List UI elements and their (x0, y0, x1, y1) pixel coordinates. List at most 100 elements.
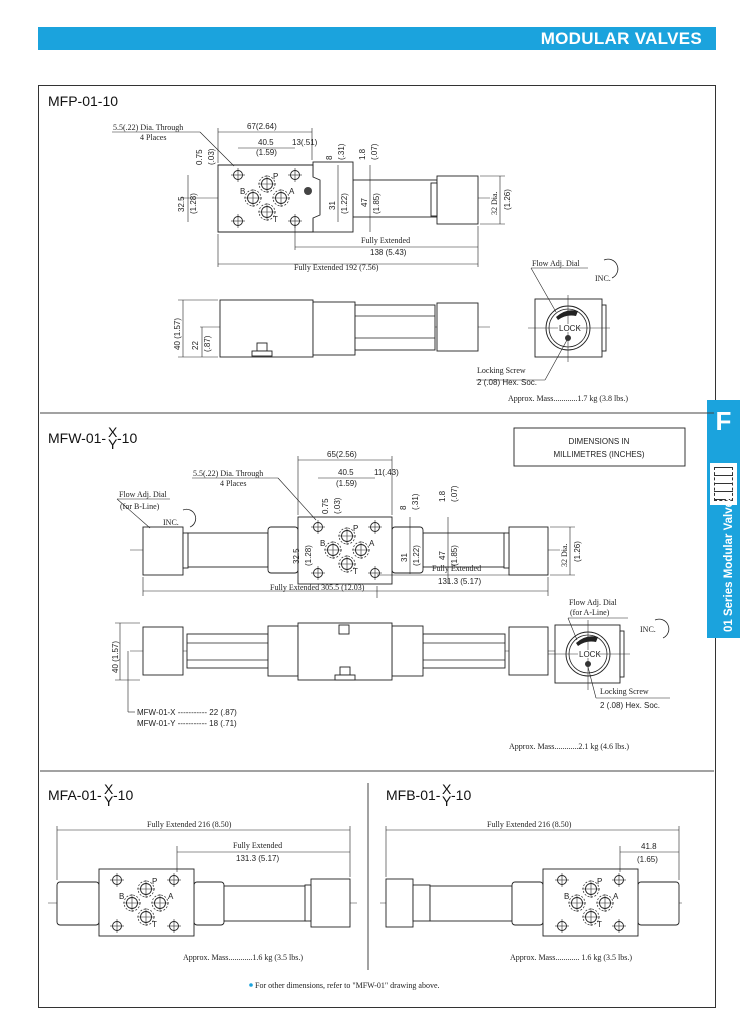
dim-label: 40 (1.57) (173, 318, 182, 350)
dim-label: (.07) (450, 485, 459, 502)
bullet-icon (249, 983, 253, 987)
mfp-title: MFP-01-10 (48, 93, 118, 109)
title-part: MFA-01- (48, 787, 102, 803)
dim-label: (.31) (337, 143, 346, 160)
dim-label: 40.5 (338, 468, 354, 477)
dim-label: 8 (399, 505, 408, 510)
dim-label: 0.75 (321, 498, 330, 514)
port-pattern: P B A T (555, 873, 626, 933)
flow-dial-label: Flow Adj. Dial (119, 490, 168, 499)
port-label: B (564, 892, 569, 901)
dim-label: (.87) (203, 335, 212, 352)
dim-label: 67(2.64) (247, 122, 277, 131)
dim-label: 32 Dia. (490, 191, 499, 215)
dim-label: 13(.51) (292, 138, 318, 147)
side-tab: F 01 Series Modular Valves (707, 400, 740, 638)
units-note: DIMENSIONS IN (569, 437, 630, 446)
dim-label: 131.3 (5.17) (236, 854, 279, 863)
lock-label: LOCK (559, 324, 581, 333)
hole-note: 5.5(.22) Dia. Through (113, 123, 183, 132)
title-part: X (442, 781, 452, 797)
dim-label: Fully Extended 305.5 (12.03) (270, 583, 365, 592)
dim-label: 40.5 (258, 138, 274, 147)
mfw-end-view: LOCK Flow Adj. Dial (for A-Line) INC. Lo… (548, 598, 670, 710)
dim-label: 41.8 (641, 842, 657, 851)
title-part: Y (104, 793, 114, 809)
dim-label: 65(2.56) (327, 450, 357, 459)
inc-label: INC. (640, 625, 656, 634)
dim-label: (.31) (411, 493, 420, 510)
port-label: P (152, 877, 157, 886)
port-label: T (597, 920, 602, 929)
mfw-mass: Approx. Mass............2.1 kg (4.6 lbs.… (509, 742, 629, 751)
port-label: B (240, 187, 245, 196)
dim-label: 22 (191, 341, 200, 350)
port-label: T (353, 567, 358, 576)
dim-label: (1.28) (304, 545, 313, 566)
dim-label: 31 (328, 201, 337, 210)
hole-places: 4 Places (220, 479, 246, 488)
title-part: X (108, 424, 118, 440)
port-label: P (597, 877, 602, 886)
inc-label: INC. (595, 274, 611, 283)
port-label: P (273, 172, 278, 181)
dim-label: 138 (5.43) (370, 248, 407, 257)
dim-label: 0.75 (195, 149, 204, 165)
title-part: MFW-01- (48, 430, 106, 446)
rotate-arrow-icon (654, 618, 670, 639)
dim-label: (1.26) (503, 189, 512, 210)
mfw-title: MFW-01- X Y -10 (48, 424, 137, 452)
title-part: -10 (117, 430, 137, 446)
title-part: Y (108, 436, 118, 452)
dim-label: (1.59) (336, 479, 357, 488)
port-label: A (168, 892, 174, 901)
flow-dial-label: (for B-Line) (120, 502, 160, 511)
dim-label: (1.22) (412, 545, 421, 566)
dim-label: 32 Dia. (560, 543, 569, 567)
hole-note: 5.5(.22) Dia. Through (193, 469, 263, 478)
port-label: T (152, 920, 157, 929)
dim-label: (1.59) (256, 148, 277, 157)
port-label: T (273, 215, 278, 224)
mfp-end-view: LOCK Flow Adj. Dial INC. Locking Screw 2… (476, 258, 619, 387)
dim-label: Fully Extended 216 (8.50) (147, 820, 232, 829)
mfw-side-view: 40 (1.57) MFW-01-X ----------- 22 (.87) … (111, 622, 560, 728)
dim-label: 40 (1.57) (111, 641, 120, 673)
dim-label: 131.3 (5.17) (438, 577, 481, 586)
dim-label: 31 (400, 553, 409, 562)
port-label: A (369, 539, 375, 548)
variant-y: MFW-01-Y ----------- 18 (.71) (137, 719, 237, 728)
mfb-title: MFB-01- X Y -10 (386, 781, 471, 809)
dim-label: Fully Extended (432, 564, 481, 573)
port-label: A (613, 892, 619, 901)
dim-label: (1.28) (189, 193, 198, 214)
dim-label: Fully Extended 216 (8.50) (487, 820, 572, 829)
title-part: X (104, 781, 114, 797)
hole-places: 4 Places (140, 133, 166, 142)
rotate-arrow-icon (182, 508, 197, 528)
flow-dial-label: (for A-Line) (570, 608, 610, 617)
dim-label: (1.22) (340, 193, 349, 214)
mfw-dimensions: 65(2.56) 40.5 (1.59) 11(.43) 5.5(.22) Di… (116, 450, 582, 598)
mfb-mass: Approx. Mass............ 1.6 kg (3.5 lbs… (510, 953, 632, 962)
dim-label: (.03) (207, 148, 216, 165)
locking-screw-label: Locking Screw (477, 366, 526, 375)
mfa-mass: Approx. Mass............1.6 kg (3.5 lbs.… (183, 953, 303, 962)
variant-x: MFW-01-X ----------- 22 (.87) (137, 708, 237, 717)
lock-label: LOCK (579, 650, 601, 659)
dim-label: (.07) (370, 143, 379, 160)
tab-letter: F (715, 406, 732, 436)
dim-label: (1.26) (573, 541, 582, 562)
footnote: For other dimensions, refer to "MFW-01" … (255, 981, 440, 990)
dim-label: (.03) (333, 497, 342, 514)
dim-label: 1.8 (438, 490, 447, 502)
dim-label: 8 (325, 155, 334, 160)
modular-stack-icon (710, 463, 737, 505)
mfa-title: MFA-01- X Y -10 (48, 781, 133, 809)
title-part: Y (442, 793, 452, 809)
